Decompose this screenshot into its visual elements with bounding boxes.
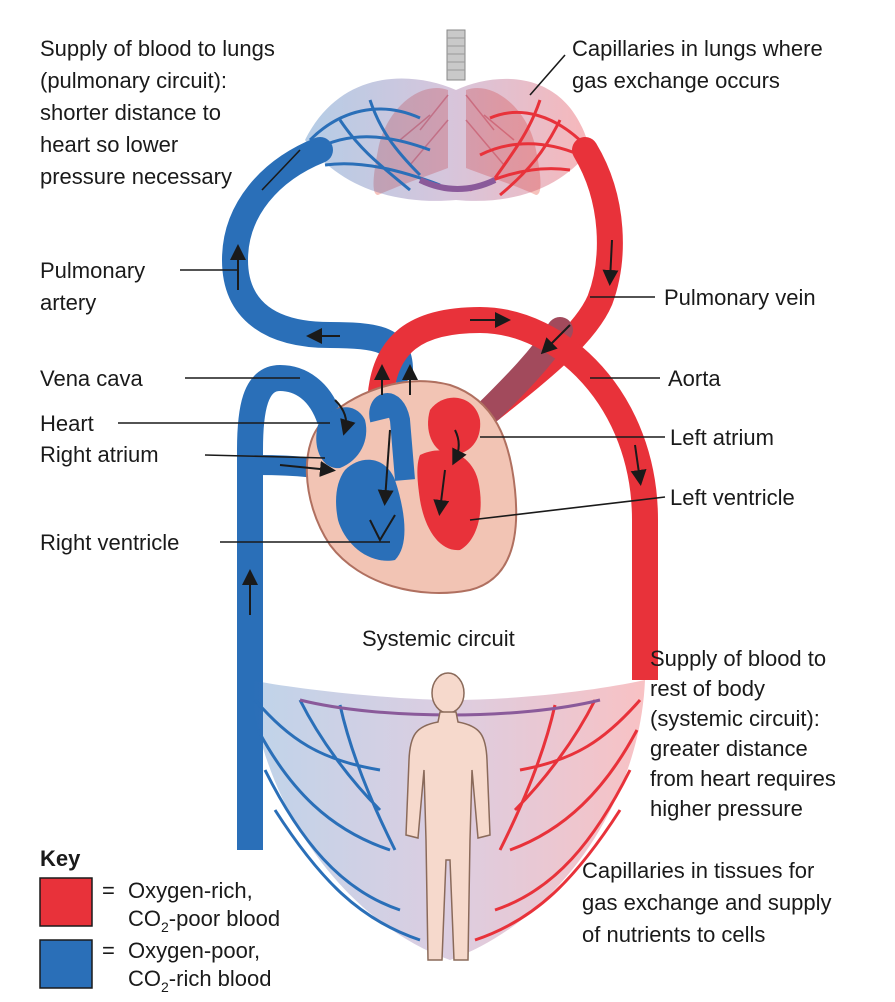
lung-capillaries-label: Capillaries in lungs where gas exchange … (572, 36, 829, 93)
oxygen-rich-line2: CO2-poor blood (128, 906, 280, 935)
right-ventricle-label: Right ventricle (40, 530, 179, 555)
pulmonary-vein-label: Pulmonary vein (664, 285, 816, 310)
systemic-supply-label: Supply of blood to rest of body (systemi… (650, 646, 842, 821)
right-ventricle-chamber (336, 459, 405, 561)
lung-capillary-network (305, 78, 590, 201)
vena-cava-label: Vena cava (40, 366, 144, 391)
pulmonary-supply-label: Supply of blood to lungs (pulmonary circ… (40, 36, 281, 189)
right-atrium-label: Right atrium (40, 442, 159, 467)
heart-label: Heart (40, 411, 94, 436)
aorta-label: Aorta (668, 366, 721, 391)
left-atrium-label: Left atrium (670, 425, 774, 450)
systemic-circuit-label: Systemic circuit (362, 626, 515, 651)
key-legend: Key = Oxygen-rich, CO2-poor blood = Oxyg… (39, 846, 280, 995)
leader-lines (118, 54, 666, 543)
pulmonary-artery-vessel (221, 137, 413, 383)
oxygen-rich-swatch (39, 877, 93, 927)
trachea (446, 29, 466, 81)
human-figure (405, 672, 491, 961)
pulmonary-artery-label: Pulmonary artery (40, 258, 151, 315)
key-equals-poor: = (102, 938, 115, 963)
key-equals-rich: = (102, 878, 115, 903)
heart (279, 364, 518, 594)
oxygen-poor-swatch (39, 939, 93, 989)
flow-arrows (230, 239, 647, 615)
left-ventricle-label: Left ventricle (670, 485, 795, 510)
left-atrium-chamber (428, 397, 481, 455)
oxygen-rich-line1: Oxygen-rich, (128, 878, 253, 903)
tissue-capillaries-label: Capillaries in tissues for gas exchange … (582, 858, 838, 947)
key-title: Key (40, 846, 81, 871)
oxygen-poor-line2: CO2-rich blood (128, 966, 272, 995)
oxygen-poor-line1: Oxygen-poor, (128, 938, 260, 963)
